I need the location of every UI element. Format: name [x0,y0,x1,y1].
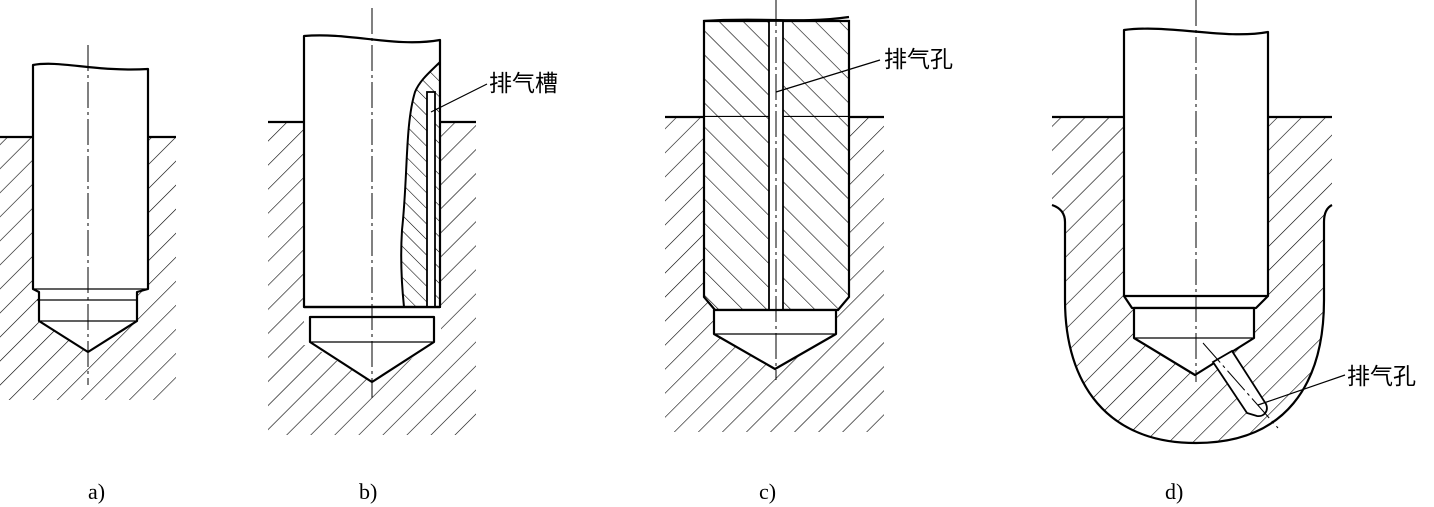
label-vent-groove: 排气槽 [489,71,558,97]
vent-axis-d [1202,342,1279,429]
caption-c: c) [759,479,776,504]
label-vent-hole-c: 排气孔 [884,47,953,73]
leader-b [430,83,488,113]
leader-d [1257,374,1346,406]
panel-b: 排气槽 [268,8,558,435]
vent-groove [426,91,436,308]
panel-d: 排气孔 [1051,0,1416,445]
caption-d: d) [1165,479,1183,504]
punch-a [31,62,150,354]
panel-c: 排气孔 [665,0,953,432]
leader-c [775,59,881,93]
caption-b: b) [359,479,377,504]
label-vent-hole-d: 排气孔 [1347,364,1416,390]
caption-a: a) [88,479,105,504]
panel-a [0,45,176,400]
